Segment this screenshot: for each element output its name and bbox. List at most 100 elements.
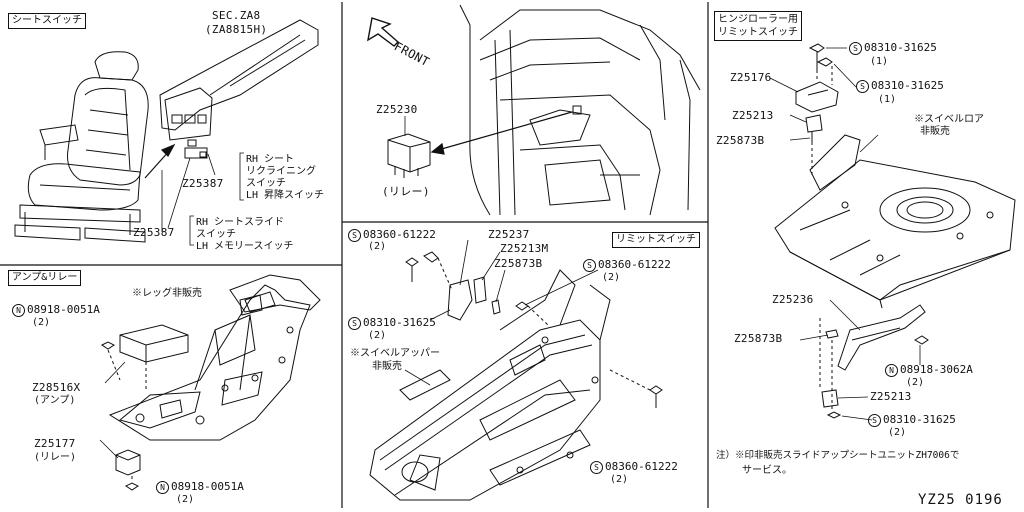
- hinge-bolt-1-code: 08310-31625: [864, 41, 937, 54]
- amp-leaders: [99, 361, 126, 459]
- relay-small-illustration: [115, 449, 141, 476]
- seat-illustration: [14, 51, 149, 243]
- n-symbol: N: [156, 481, 169, 494]
- seat-to-panel-arrow: [144, 143, 176, 179]
- hinge-bolt-3-qty: (2): [888, 427, 907, 438]
- part-z25236: Z25236: [772, 293, 814, 306]
- swivel-upper-label: ※スイベルアッパー: [350, 348, 440, 359]
- hinge-bolt-1-qty: (1): [870, 56, 889, 67]
- limit-screw-1-qty: (2): [368, 241, 387, 252]
- service-note-line2: サービス。: [742, 465, 792, 476]
- leg-not-sold-label: ※レッグ非販売: [132, 288, 202, 299]
- part-z25873b-upper: Z25873B: [716, 134, 765, 147]
- limit-switch-title: リミットスイッチ: [612, 232, 700, 248]
- part-z25873b-lower: Z25873B: [734, 332, 783, 345]
- amp-unit-illustration: [119, 324, 189, 363]
- hinge-roller-title-line1: ヒンジローラー用: [718, 14, 798, 25]
- part-z25213m: Z25213M: [500, 242, 549, 255]
- front-arrow: [367, 17, 400, 47]
- s-symbol: S: [868, 414, 881, 427]
- hinge-roller-title: ヒンジローラー用 リミットスイッチ: [714, 11, 802, 41]
- hinge-nut-qty: (2): [906, 377, 925, 388]
- hinge-roller-title-line2: リミットスイッチ: [718, 27, 798, 38]
- part-z25387-slide-desc-3: LH メモリースイッチ: [196, 241, 294, 252]
- amp-nut-lower-qty: (2): [176, 494, 195, 505]
- side-trim-illustration: [159, 19, 319, 141]
- hinge-bolt-3-code: 08310-31625: [883, 413, 956, 426]
- seat-switch-title: シートスイッチ: [8, 13, 86, 29]
- part-z25387-slide-desc-1: RH シートスライド: [196, 217, 285, 228]
- amp-leg-illustration: [108, 274, 321, 441]
- n-symbol: N: [12, 304, 25, 317]
- s-symbol: S: [590, 461, 603, 474]
- limit-bolt-code: 08310-31625: [363, 316, 436, 329]
- part-z25230: Z25230: [376, 103, 418, 116]
- s-symbol: S: [856, 80, 869, 93]
- sec-reference: SEC.ZA8: [212, 9, 261, 22]
- part-z25387-slide-desc-2: スイッチ: [196, 229, 236, 240]
- limit-switch-parts: [405, 251, 663, 408]
- seat-leaders: [161, 152, 244, 246]
- part-z25387-recline-desc-2: リクライニング: [246, 166, 316, 177]
- hinge-nut-code: 08918-3062A: [900, 363, 973, 376]
- part-z28516x: Z28516X: [32, 381, 81, 394]
- page-code: YZ25 0196: [918, 492, 1003, 508]
- part-z25213-upper: Z25213: [732, 109, 774, 122]
- hinge-leaders: [769, 47, 921, 421]
- s-symbol: S: [348, 317, 361, 330]
- part-z25237: Z25237: [488, 228, 530, 241]
- part-z25873b-limit: Z25873B: [494, 257, 543, 270]
- limit-leaders: [404, 239, 599, 386]
- part-z25213-lower: Z25213: [870, 390, 912, 403]
- s-symbol: S: [849, 42, 862, 55]
- n-symbol: N: [885, 364, 898, 377]
- panel-dividers: [0, 2, 709, 508]
- limit-bolt-qty: (2): [368, 330, 387, 341]
- amp-nut-lower-code: 08918-0051A: [171, 480, 244, 493]
- part-z28516x-desc: (アンプ): [34, 395, 76, 406]
- swivel-lower-label: ※スイベルロア: [914, 114, 984, 125]
- s-symbol: S: [348, 229, 361, 242]
- swivel-upper-not-sold: 非販売: [372, 361, 402, 372]
- part-z25230-desc: (リレー): [382, 185, 430, 198]
- part-z25177-desc: (リレー): [34, 452, 77, 463]
- limit-screw-2-qty: (2): [602, 272, 621, 283]
- amp-relay-title: アンプ&リレー: [8, 270, 82, 286]
- amp-nut-upper-code: 08918-0051A: [27, 303, 100, 316]
- limit-screw-1-code: 08360-61222: [363, 228, 436, 241]
- relay-box-illustration: [387, 133, 431, 178]
- amp-nut-upper-qty: (2): [32, 317, 51, 328]
- seat-switches: [184, 139, 208, 159]
- part-z25387-recline: Z25387: [182, 177, 224, 190]
- part-z25387-recline-desc-4: LH 昇降スイッチ: [246, 190, 325, 201]
- swivel-upper-illustration: [369, 269, 611, 501]
- limit-screw-2-code: 08360-61222: [598, 258, 671, 271]
- relay-pointer: [430, 111, 573, 155]
- part-z25387-slide: Z25387: [133, 226, 175, 239]
- vehicle-interior-illustration: [459, 4, 701, 216]
- part-z25177: Z25177: [34, 437, 76, 450]
- amp-nuts: [101, 341, 147, 491]
- s-symbol: S: [583, 259, 596, 272]
- limit-screw-3-qty: (2): [610, 474, 629, 485]
- hinge-parts-illustration: [774, 43, 1016, 419]
- hinge-bolt-2-qty: (1): [878, 94, 897, 105]
- limit-screw-3-code: 08360-61222: [605, 460, 678, 473]
- part-z25387-recline-desc-3: スイッチ: [246, 178, 286, 189]
- service-note-line1: 注）※印非販売スライドアップシートユニットZH7006で: [716, 450, 960, 461]
- part-z25387-recline-desc-1: RH シート: [246, 154, 295, 165]
- hinge-bolt-2-code: 08310-31625: [871, 79, 944, 92]
- part-z25176: Z25176: [730, 71, 772, 84]
- sec-reference-code: (ZA8815H): [205, 23, 268, 36]
